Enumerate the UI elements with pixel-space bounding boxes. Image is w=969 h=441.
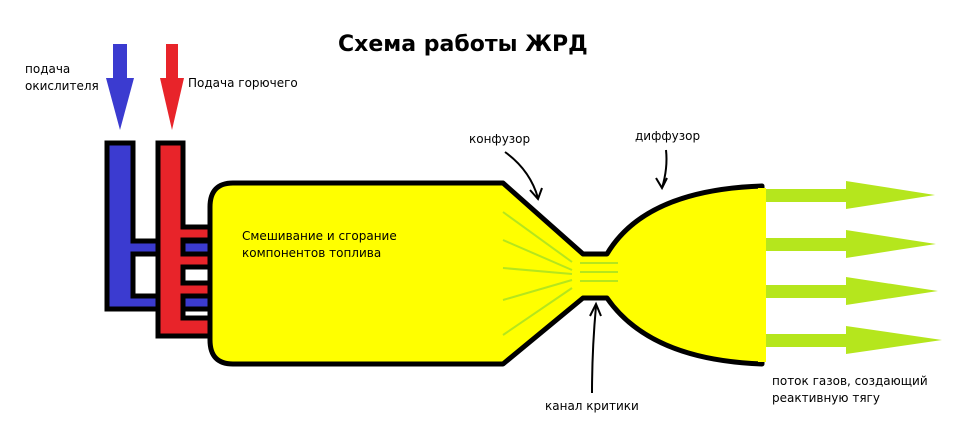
diffuser-pointer: [655, 149, 668, 191]
fuel-feed-arrow: [160, 44, 184, 130]
diffuser-label: диффузор: [635, 129, 701, 143]
combustion-label-line1: Смешивание и сгорание: [242, 229, 397, 243]
throat-label: канал критики: [545, 399, 639, 413]
oxidizer-feed-label-line2: окислителя: [25, 79, 99, 93]
exhaust-label: поток газов, создающий реактивную тягу: [772, 373, 928, 407]
confusor-pointer: [504, 151, 543, 201]
exhaust-arrow: [766, 277, 938, 305]
fuel-feed-label: Подача горючего: [188, 76, 298, 90]
combustion-chamber: [207, 180, 765, 367]
exhaust-label-line2: реактивную тягу: [772, 391, 880, 405]
combustion-label: Смешивание и сгорание компонентов топлив…: [242, 228, 397, 262]
exhaust-arrow: [766, 230, 936, 258]
oxidizer-feed-label-line1: подача: [25, 62, 71, 76]
diagram-title: Схема работы ЖРД: [338, 32, 588, 57]
throat-pointer: [589, 301, 602, 394]
confusor-flow-arrows: [502, 211, 618, 336]
exhaust-arrow: [766, 326, 942, 354]
combustion-label-line2: компонентов топлива: [242, 246, 382, 260]
confusor-label: конфузор: [469, 132, 531, 146]
exhaust-label-line1: поток газов, создающий: [772, 374, 928, 388]
oxidizer-feed-arrow: [106, 44, 134, 130]
oxidizer-feed-label: подача окислителя: [25, 61, 99, 95]
exhaust-arrow: [766, 181, 935, 209]
